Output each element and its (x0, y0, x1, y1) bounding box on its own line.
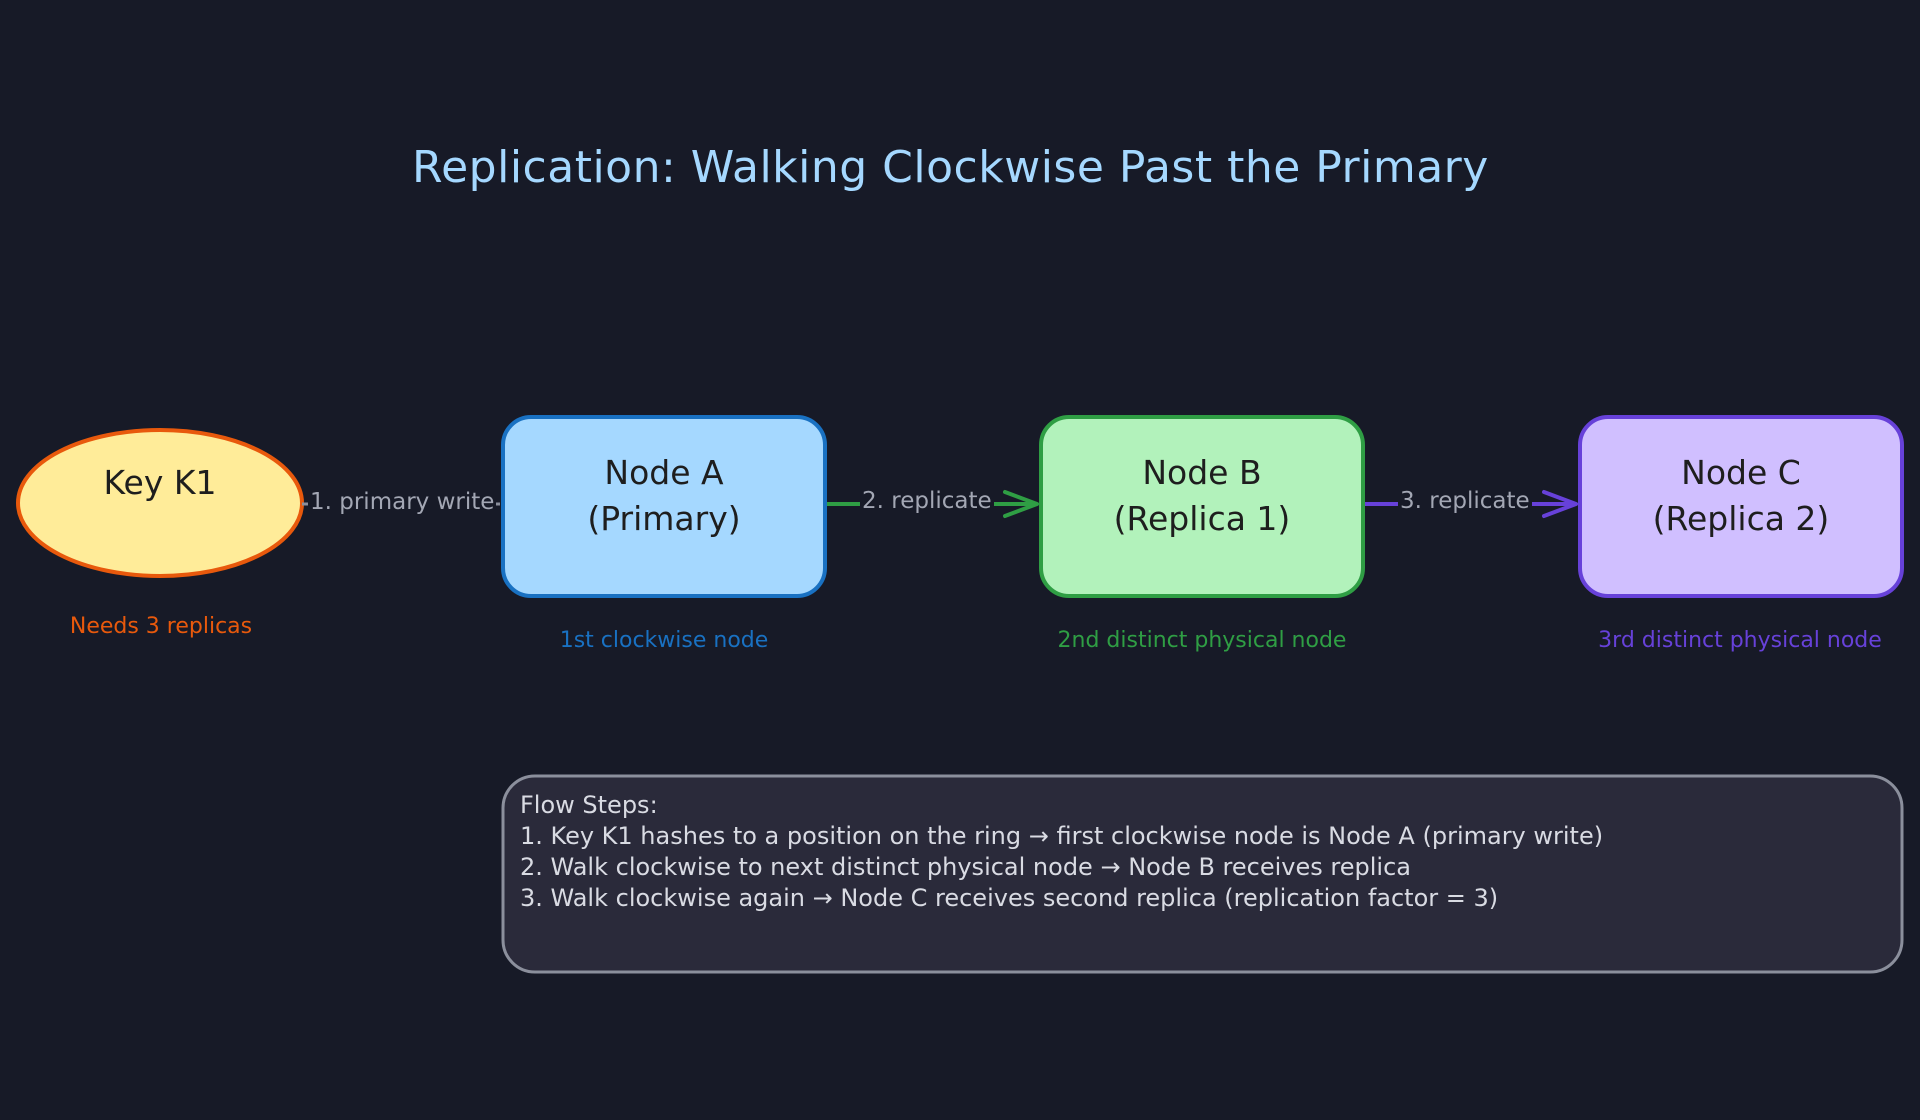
node-c-name: Node C (1681, 453, 1801, 492)
key-k1-label: Key K1 (103, 463, 217, 502)
node-c-role: (Replica 2) (1652, 499, 1830, 538)
node-c-label: Node C (Replica 2) (1580, 450, 1902, 542)
replicate-2-arrowhead (1542, 490, 1578, 518)
node-b-caption: 2nd distinct physical node (1057, 628, 1347, 653)
flow-steps-heading: Flow Steps: (520, 791, 658, 819)
replicate-2-label: 3. replicate (1398, 488, 1532, 514)
node-a-name: Node A (604, 453, 724, 492)
node-b-role: (Replica 1) (1113, 499, 1291, 538)
node-a-caption: 1st clockwise node (559, 628, 769, 653)
flow-step-2: 2. Walk clockwise to next distinct physi… (520, 853, 1411, 881)
replicate-1-arrowhead (1003, 490, 1039, 518)
primary-write-label: 1. primary write (308, 489, 497, 515)
flow-step-1: 1. Key K1 hashes to a position on the ri… (520, 822, 1604, 850)
node-c-caption: 3rd distinct physical node (1598, 628, 1882, 653)
node-a-box[interactable] (501, 415, 827, 598)
node-a-role: (Primary) (587, 499, 741, 538)
node-b-name: Node B (1142, 453, 1262, 492)
flow-step-3: 3. Walk clockwise again → Node C receive… (520, 884, 1499, 912)
node-c-box[interactable] (1578, 415, 1904, 598)
diagram-title: Replication: Walking Clockwise Past the … (412, 142, 1489, 193)
node-a-label: Node A (Primary) (503, 450, 825, 542)
node-b-box[interactable] (1039, 415, 1365, 598)
node-b-label: Node B (Replica 1) (1041, 450, 1363, 542)
flow-steps-text: Flow Steps: 1. Key K1 hashes to a positi… (520, 790, 1603, 914)
flow-steps-box (501, 774, 1904, 974)
key-k1-caption: Needs 3 replicas (69, 614, 253, 639)
replicate-1-label: 2. replicate (860, 488, 994, 514)
